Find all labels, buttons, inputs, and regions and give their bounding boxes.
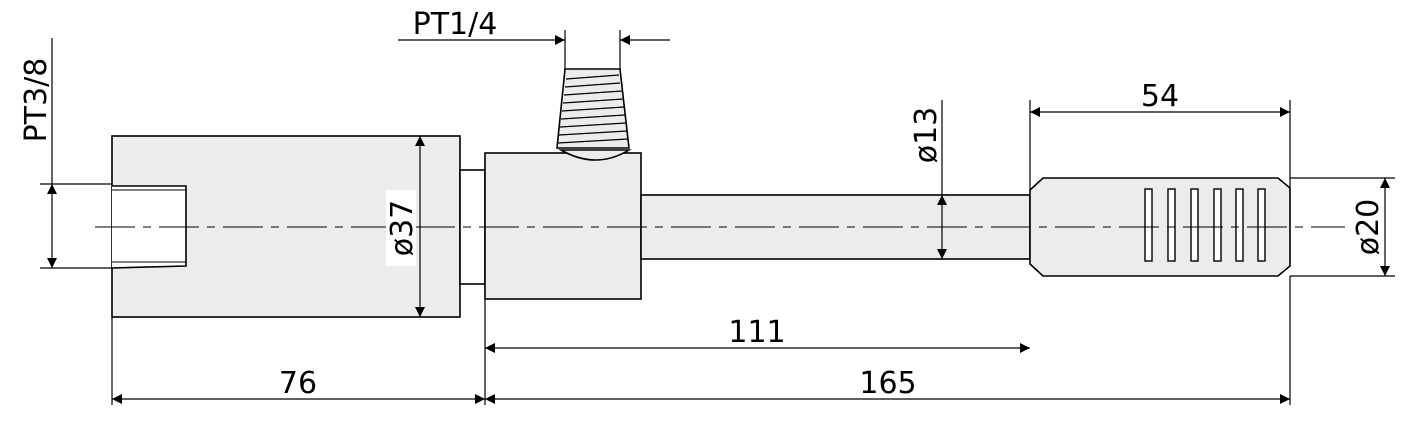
label-len-tube: 111: [728, 315, 785, 350]
tee-block: [484, 152, 642, 300]
label-len-total: 165: [859, 366, 916, 401]
nozzle-slots: [1144, 188, 1266, 262]
label-len-nozzle: 54: [1141, 79, 1179, 114]
label-dia-body: ø37: [385, 200, 420, 257]
label-thread-outlet: PT1/4: [413, 7, 498, 42]
outlet-dome: [557, 149, 632, 161]
label-dia-tube: ø13: [909, 107, 944, 164]
nozzle: [1029, 177, 1291, 277]
label-dia-nozzle: ø20: [1351, 199, 1386, 256]
label-len-body: 76: [279, 366, 317, 401]
label-thread-inlet: PT3/8: [19, 58, 54, 143]
thread-lines: [557, 74, 629, 144]
